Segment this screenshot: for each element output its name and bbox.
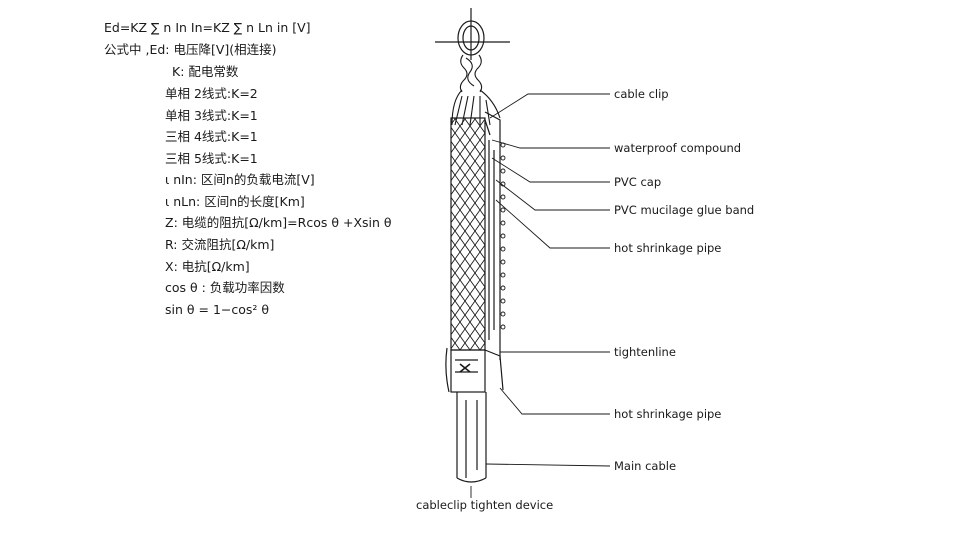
formula-where-line: 公式中 ,Ed: 电压降[V](相连接)	[104, 42, 277, 57]
main-cable	[456, 392, 487, 483]
sin-definition: sin θ = 1−cos² θ	[165, 302, 270, 317]
k-single-phase-2wire: 单相 2线式:K=2	[165, 86, 258, 101]
hanger-eye	[435, 8, 510, 60]
power-factor-definition: cos θ : 负载功率因数	[165, 280, 285, 295]
waterproof-compound-dots	[500, 142, 506, 330]
twisted-rope	[459, 54, 483, 93]
diagram-caption: cableclip tighten device	[416, 498, 554, 512]
k-three-phase-4wire: 三相 4线式:K=1	[165, 129, 258, 144]
section-length-definition: ι nLn: 区间n的长度[Km]	[165, 194, 305, 209]
label-pvc-mucilage-glue-band: PVC mucilage glue band	[614, 203, 755, 217]
k-definition: K: 配电常数	[172, 64, 239, 79]
impedance-definition: Z: 电缆的阻抗[Ω/km]=Rcos θ +Xsin θ	[165, 215, 392, 230]
label-tightenline: tightenline	[614, 345, 676, 359]
label-cable-clip: cable clip	[614, 87, 669, 101]
formula-block: Ed=KZ ∑ n In In=KZ ∑ n Ln in [V] 公式中 ,Ed…	[0, 0, 420, 330]
k-single-phase-3wire: 单相 3线式:K=1	[165, 108, 258, 123]
voltage-drop-formula: Ed=KZ ∑ n In In=KZ ∑ n Ln in [V]	[104, 20, 311, 35]
label-waterproof-compound: waterproof compound	[614, 141, 742, 155]
lower-collar	[445, 347, 504, 393]
load-current-definition: ι nIn: 区间n的负载电流[V]	[165, 172, 315, 187]
ac-resistance-definition: R: 交流阻抗[Ω/km]	[165, 237, 275, 252]
k-three-phase-5wire: 三相 5线式:K=1	[165, 151, 258, 166]
cable-pipe	[484, 111, 501, 360]
label-pvc-cap: PVC cap	[614, 175, 662, 189]
woven-grip-mesh	[450, 117, 486, 351]
label-hot-shrinkage-pipe-lower: hot shrinkage pipe	[614, 407, 722, 421]
leader-lines	[470, 93, 611, 498]
label-hot-shrinkage-pipe-upper: hot shrinkage pipe	[614, 241, 722, 255]
reactance-definition: X: 电抗[Ω/km]	[165, 259, 250, 274]
label-main-cable: Main cable	[614, 459, 677, 473]
